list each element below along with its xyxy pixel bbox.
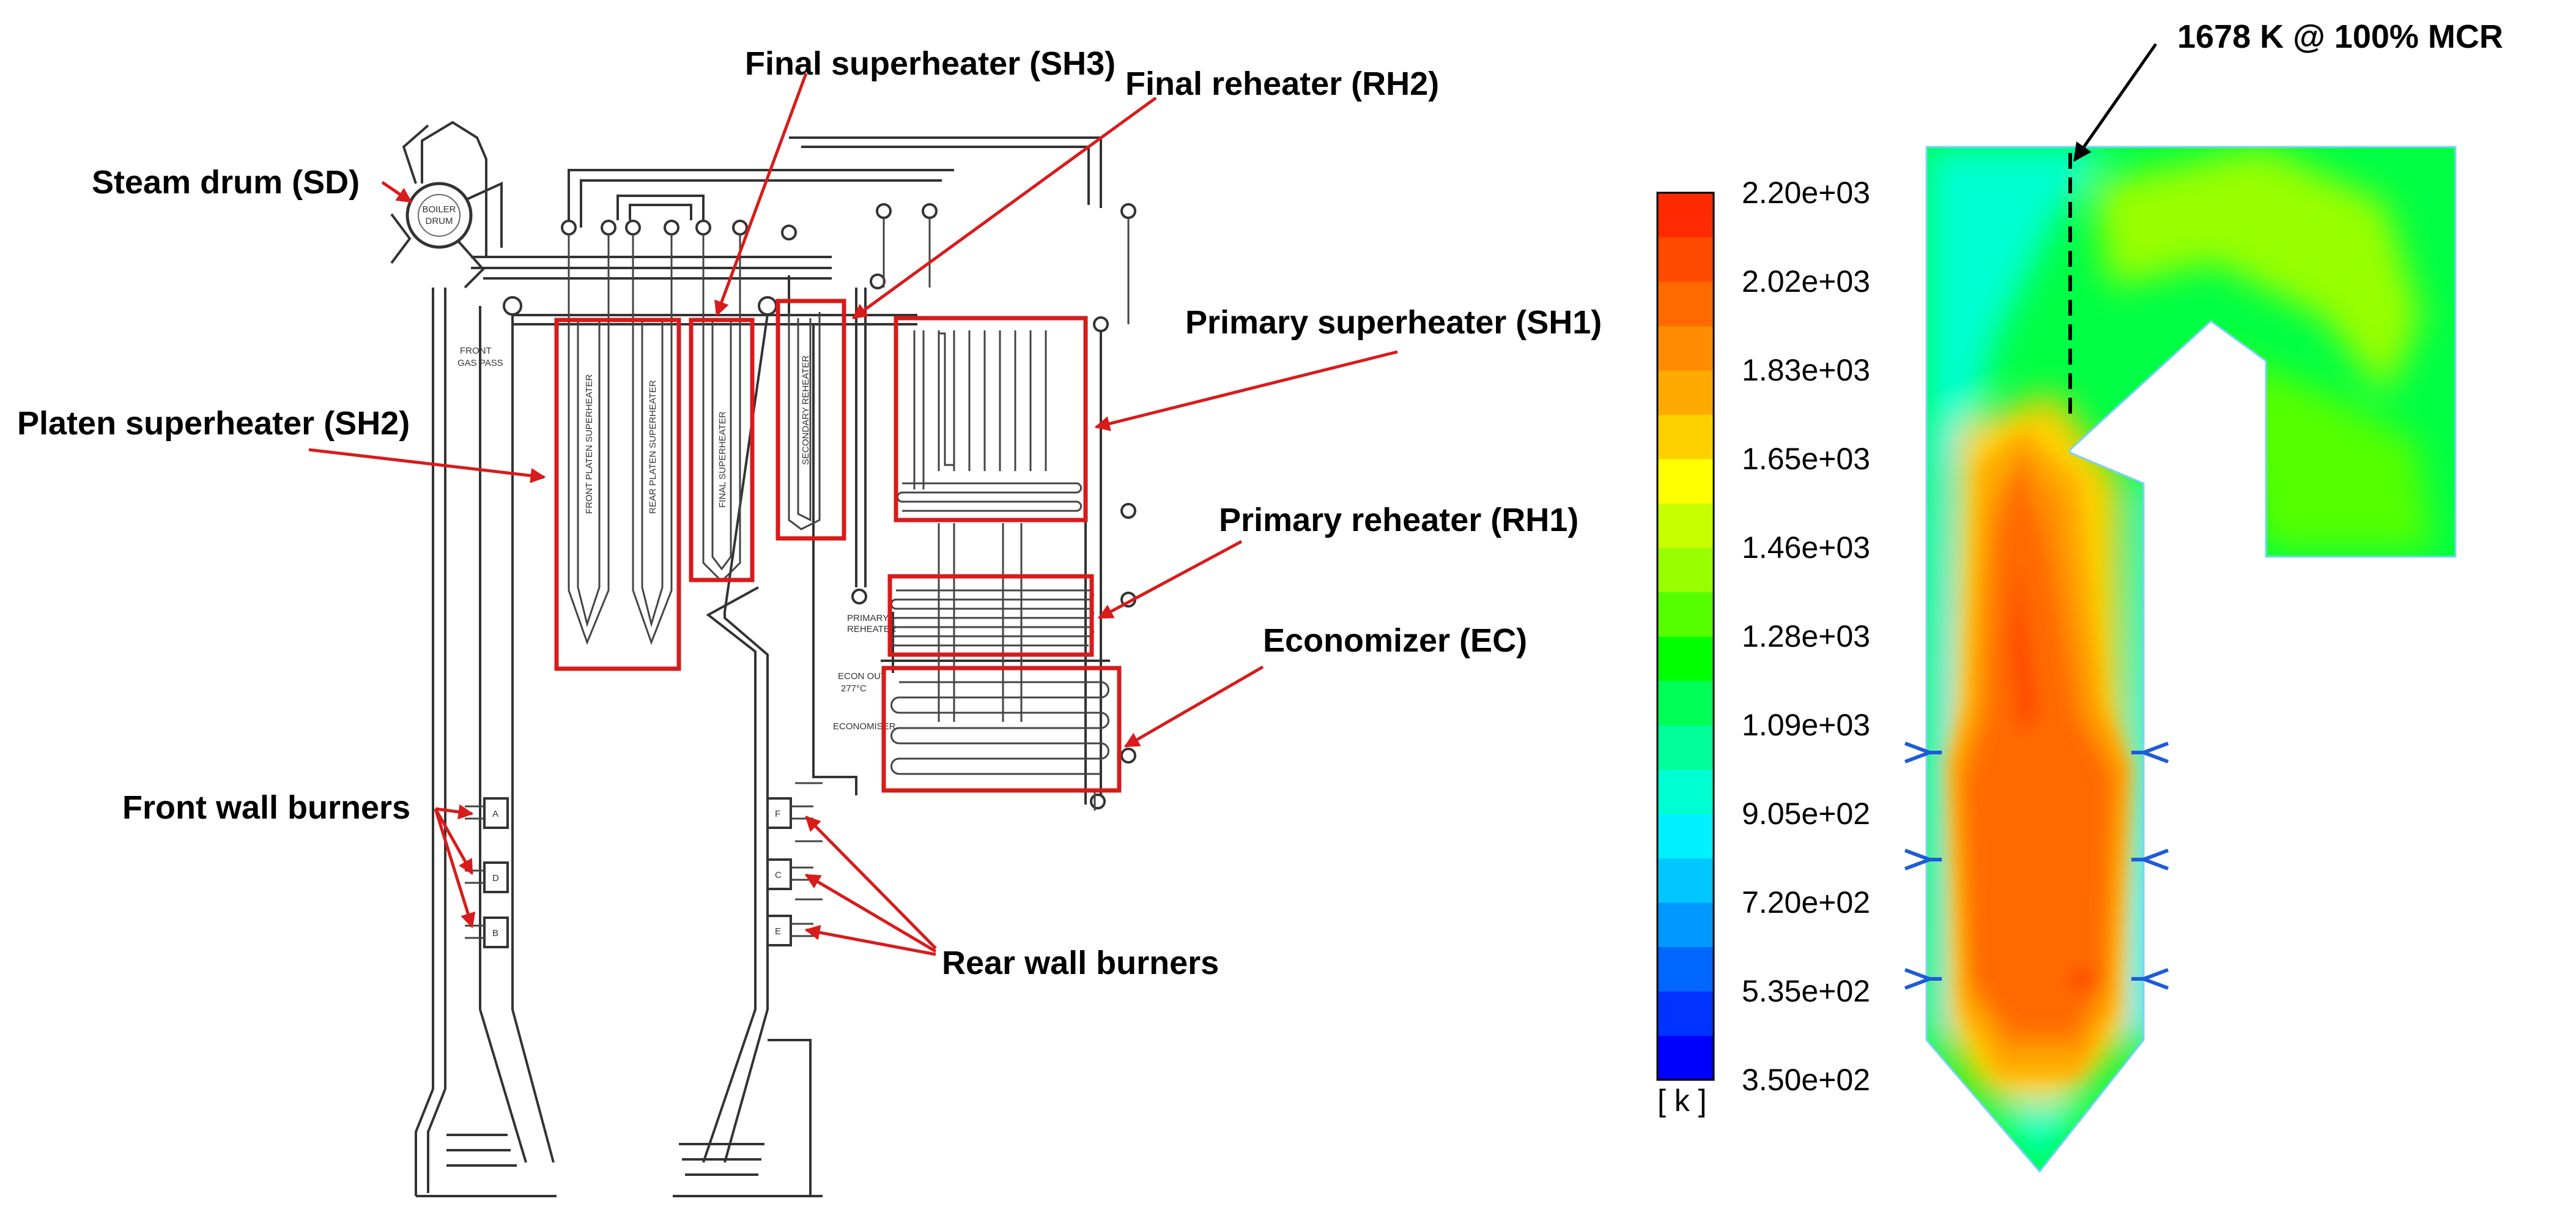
primary-superheater-label: Primary superheater (SH1): [1185, 304, 1602, 341]
front-wall-burners-label: Front wall burners: [122, 789, 410, 826]
colorbar-swatch: [1657, 858, 1714, 903]
colorbar-unit: [ k ]: [1657, 1084, 1707, 1118]
steam-drum-arrow: [381, 180, 413, 204]
rear-wall-burners-label: Rear wall burners: [942, 945, 1219, 981]
colorbar-tick-label: 3.50e+02: [1742, 1063, 1870, 1097]
colorbar-frame: [1656, 191, 1715, 1081]
platen-tube-bundle: FRONT PLATEN SUPERHEATER REAR PLATEN SUP…: [568, 309, 741, 645]
primary-reheater-label: Primary reheater (RH1): [1219, 502, 1579, 538]
colorbar-swatch: [1657, 193, 1714, 238]
economizer-label: Economizer (EC): [1263, 622, 1527, 659]
primary-reheater-text-1: PRIMARY: [847, 613, 889, 623]
burner-label-d: D: [492, 873, 499, 883]
colorbar-swatch: [1657, 902, 1714, 948]
front-gas-pass-text-2: GAS PASS: [457, 358, 503, 368]
colorbar-swatch: [1657, 946, 1714, 992]
final-reheater-box: [775, 299, 846, 541]
furnace-temperature-contour: [1904, 146, 2457, 1173]
front-burner-arrow-d: [434, 808, 474, 875]
front-burner-arrow-a: [435, 804, 474, 820]
peak-annotation-label: 1678 K @ 100% MCR: [2177, 18, 2503, 55]
colorbar-swatch: [1657, 725, 1714, 770]
colorbar-swatch: [1657, 814, 1714, 859]
economizer-arrow: [1123, 665, 1264, 748]
colorbar-tick-label: 9.05e+02: [1742, 797, 1870, 831]
final-superheater-label: Final superheater (SH3): [745, 45, 1116, 82]
final-reheater-arrow: [851, 96, 1157, 320]
front-platen-text: FRONT PLATEN SUPERHEATER: [584, 374, 594, 514]
boiler-schematic: BOILER DRUM: [308, 73, 1398, 1197]
colorbar-swatch: [1657, 414, 1714, 459]
final-reheater-label: Final reheater (RH2): [1125, 65, 1439, 102]
primary-superheater-arrow: [1094, 350, 1398, 431]
colorbar-swatch: [1657, 281, 1714, 327]
colorbar-tick-label: 7.20e+02: [1742, 885, 1870, 920]
burner-label-f: F: [775, 809, 780, 819]
header-bulbs: [503, 203, 1136, 809]
rear-platen-text: REAR PLATEN SUPERHEATER: [648, 380, 658, 514]
final-superheater-box: [689, 318, 755, 582]
platen-superheater-box: [554, 318, 681, 671]
colorbar-tick-label: 1.65e+03: [1742, 442, 1870, 476]
burner-label-c: C: [775, 870, 782, 880]
colorbar-ticks: 2.20e+03 2.02e+03 1.83e+03 1.65e+03 1.46e+03…: [1742, 176, 1870, 1097]
colorbar-swatches: [1657, 193, 1714, 1080]
primary-reheater-box: [887, 574, 1094, 657]
colorbar-swatch: [1657, 592, 1714, 637]
colorbar-tick-label: 1.83e+03: [1742, 353, 1870, 387]
economizer-box: [881, 666, 1122, 793]
primary-sh-bundle: [897, 330, 1082, 512]
temperature-colorbar: 2.20e+03 2.02e+03 1.83e+03 1.65e+03 1.46e+03…: [1656, 176, 1870, 1118]
rear-burner-arrow-e: [804, 924, 936, 956]
colorbar-swatch: [1657, 459, 1714, 504]
front-burner-arrow-b: [434, 808, 476, 929]
peak-annotation-arrow: [2073, 43, 2158, 162]
colorbar-tick-label: 1.09e+03: [1742, 708, 1870, 742]
final-sh-text: FINAL SUPERHEATER: [717, 411, 728, 508]
colorbar-swatch: [1657, 769, 1714, 814]
rear-burner-arrow-c: [804, 873, 937, 953]
economiser-text: ECONOMISER: [833, 721, 896, 732]
colorbar-swatch: [1657, 1035, 1714, 1080]
econ-out-text-2: 277°C: [841, 683, 867, 694]
colorbar-tick-label: 2.20e+03: [1742, 176, 1870, 210]
primary-reheater-arrow: [1097, 540, 1243, 620]
boiler-drum-label-1: BOILER: [422, 204, 456, 215]
cfd-burner-nozzles: [1904, 742, 2169, 990]
rear-burners: F C E: [766, 782, 823, 946]
burner-label-e: E: [775, 926, 781, 937]
colorbar-swatch: [1657, 503, 1714, 548]
colorbar-tick-label: 1.28e+03: [1742, 619, 1870, 653]
burner-label-a: A: [492, 809, 498, 819]
colorbar-swatch: [1657, 991, 1714, 1036]
burner-label-b: B: [492, 928, 498, 939]
colorbar-swatch: [1657, 680, 1714, 726]
platen-superheater-arrow: [308, 448, 546, 483]
colorbar-swatch: [1657, 370, 1714, 415]
primary-reheater-text-2: REHEATER: [847, 624, 897, 634]
steam-drum: BOILER DRUM: [390, 121, 503, 289]
secondary-rh-text: SECONDARY REHEATER: [801, 355, 811, 465]
platen-superheater-label: Platen superheater (SH2): [17, 405, 410, 442]
front-gas-pass-text-1: FRONT: [460, 346, 492, 356]
steam-drum-label: Steam drum (SD): [92, 164, 360, 201]
colorbar-tick-label: 2.02e+03: [1742, 264, 1870, 299]
rear-burner-arrow-f: [805, 816, 937, 950]
primary-superheater-box: [894, 316, 1088, 522]
colorbar-swatch: [1657, 237, 1714, 282]
final-superheater-arrow: [714, 73, 808, 317]
colorbar-swatch: [1657, 548, 1714, 593]
econ-out-text-1: ECON OUT: [838, 671, 886, 682]
colorbar-tick-label: 5.35e+02: [1742, 974, 1870, 1008]
boiler-drum-label-2: DRUM: [426, 216, 453, 226]
colorbar-tick-label: 1.46e+03: [1742, 530, 1870, 565]
colorbar-swatch: [1657, 325, 1714, 371]
colorbar-swatch: [1657, 636, 1714, 682]
